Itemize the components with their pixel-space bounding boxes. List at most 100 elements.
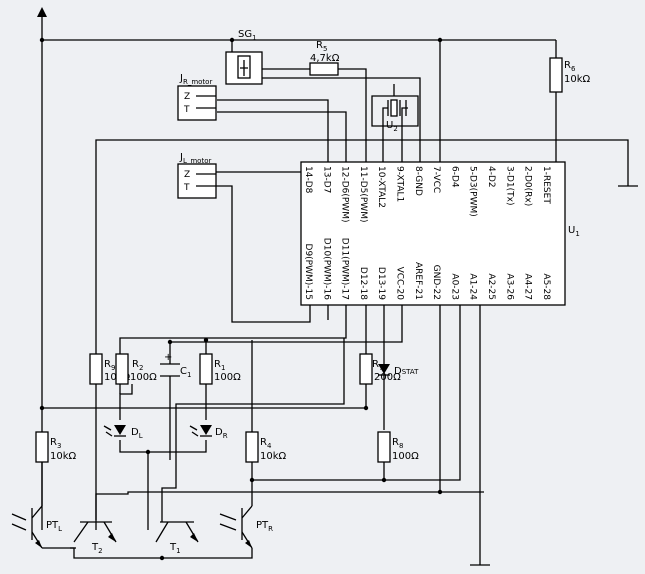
mcu-pin-top-14: 1-RESET bbox=[541, 166, 551, 204]
dstat-diode-icon bbox=[378, 364, 390, 374]
r8-label: R8 bbox=[392, 437, 403, 450]
r3-resistor: R3 10kΩ bbox=[35, 431, 77, 463]
t1-legs bbox=[155, 521, 199, 543]
r9-body bbox=[89, 353, 103, 385]
sg1-buzzer: SG1 bbox=[225, 29, 263, 85]
dstat-label: DSTAT bbox=[394, 366, 419, 377]
mcu-pin-top-6: 9-XTAL1 bbox=[395, 166, 405, 202]
dr-label: DR bbox=[215, 427, 228, 440]
mcu-pin-top-12: 3-D1(Tx) bbox=[504, 166, 514, 205]
junction-dot bbox=[145, 449, 151, 455]
mcu-pin-bottom-2: D10(PWM)-16 bbox=[321, 238, 331, 300]
jr-body bbox=[177, 85, 217, 121]
mcu-pin-top-10: 5-D3(PWM) bbox=[468, 166, 478, 217]
r2-value: 100Ω bbox=[130, 372, 157, 383]
junctions bbox=[39, 37, 443, 561]
jl-to-pin14 bbox=[216, 162, 311, 173]
r9-label: R9 bbox=[104, 359, 115, 372]
dl-light-icon bbox=[103, 425, 113, 437]
mcu-pin-top-2: 13-D7 bbox=[321, 166, 331, 193]
dl-bottom bbox=[119, 440, 207, 453]
u2-body bbox=[390, 99, 398, 117]
r2-resistor: R2 100Ω bbox=[115, 353, 157, 385]
xtal-to-pin9 bbox=[401, 107, 408, 162]
mcu-pin-bottom-8: GND-22 bbox=[431, 265, 441, 300]
pin17-wire bbox=[119, 305, 347, 356]
t2-arrow-icon bbox=[108, 533, 116, 542]
jr-pin-z: Z bbox=[184, 92, 190, 102]
u2-plates-icon bbox=[387, 100, 407, 116]
dl-led: DL bbox=[103, 425, 143, 440]
ptr-emitter-arrow-icon bbox=[245, 540, 252, 548]
pin20-vcc bbox=[169, 305, 403, 364]
jr-motor-connector: Z T JR_motor bbox=[177, 73, 217, 121]
ptl-phototransistor: PTL bbox=[11, 505, 62, 549]
r5-label: R5 bbox=[316, 40, 327, 53]
jl-label: JL_motor bbox=[179, 152, 211, 165]
t1-collector bbox=[161, 338, 345, 522]
sg1-label: SG1 bbox=[238, 29, 257, 42]
junction-dot bbox=[167, 339, 173, 345]
mcu-pin-bottom-3: D11(PWM)-17 bbox=[340, 238, 350, 300]
dl-diode-icon bbox=[114, 425, 126, 435]
sg1-plate-icon bbox=[240, 60, 248, 76]
r3-label: R3 bbox=[50, 437, 61, 450]
u1-label: U1 bbox=[568, 225, 580, 238]
emitter-bus bbox=[42, 547, 253, 559]
r8-resistor: R8 100Ω bbox=[377, 431, 419, 463]
r8-value: 100Ω bbox=[392, 451, 419, 462]
jr-pin-ticks-icon bbox=[196, 95, 216, 109]
jr-label: JR_motor bbox=[179, 73, 212, 86]
junction-dot bbox=[363, 405, 369, 411]
jr-pin-t: T bbox=[183, 105, 190, 115]
t1-label: T1 bbox=[169, 542, 181, 555]
mcu-pin-bottom-14: A5-28 bbox=[541, 273, 551, 300]
mcu-pin-top-7: 8-GND bbox=[413, 166, 423, 196]
gnd-bus-top bbox=[95, 139, 629, 530]
mcu-pin-top-8: 7-VCC bbox=[431, 166, 441, 193]
mcu-pin-bottom-10: A1-24 bbox=[468, 273, 478, 300]
mcu-pin-bottom-7: AREF-21 bbox=[413, 262, 423, 300]
mcu-pin-top-4: 11-D5(PWM) bbox=[358, 166, 368, 222]
ptr-phototransistor: PTR bbox=[219, 505, 273, 549]
r4-body bbox=[245, 431, 259, 463]
r3-body bbox=[35, 431, 49, 463]
t2-transistor: T2 bbox=[73, 521, 117, 555]
jr-to-pin12 bbox=[217, 111, 347, 162]
dstat-led: DSTAT bbox=[378, 364, 419, 377]
r6-label: R6 bbox=[564, 60, 576, 73]
ptl-label: PTL bbox=[46, 520, 62, 533]
t1-arrow-icon bbox=[190, 533, 198, 542]
mcu-pin-bottom-11: A2-25 bbox=[486, 273, 496, 300]
r8-body bbox=[377, 431, 391, 463]
r4-label: R4 bbox=[260, 437, 272, 450]
c1-plates-icon bbox=[160, 363, 180, 377]
ptr-light-icon bbox=[219, 513, 237, 531]
r3-value: 10kΩ bbox=[50, 451, 77, 462]
r5-value: 4,7kΩ bbox=[310, 53, 340, 64]
r1-label: R1 bbox=[214, 359, 225, 372]
jl-to-pin15 bbox=[216, 185, 311, 323]
t2-legs bbox=[73, 521, 117, 543]
jl-motor-connector: Z T JL_motor bbox=[177, 152, 217, 199]
r1-resistor: R1 100Ω bbox=[199, 353, 241, 385]
r5-body bbox=[309, 62, 339, 76]
r6-resistor: R6 10kΩ bbox=[549, 57, 591, 93]
r7-value: 200Ω bbox=[374, 372, 401, 383]
junction-dot bbox=[249, 477, 255, 483]
r2-label: R2 bbox=[132, 359, 143, 372]
dl-label: DL bbox=[131, 427, 143, 440]
dr-light-icon bbox=[189, 425, 199, 437]
dr-led: DR bbox=[189, 425, 228, 440]
mcu-pin-top-13: 2-D0(Rx) bbox=[523, 166, 533, 206]
r1-value: 100Ω bbox=[214, 372, 241, 383]
pin23-wire bbox=[252, 305, 461, 481]
r2-body bbox=[115, 353, 129, 385]
junction-dot bbox=[203, 337, 209, 343]
r7-body bbox=[359, 353, 373, 385]
mcu-pin-bottom-6: VCC-20 bbox=[395, 267, 405, 301]
ptl-emitter-arrow-icon bbox=[35, 540, 42, 548]
junction-dot bbox=[381, 477, 387, 483]
